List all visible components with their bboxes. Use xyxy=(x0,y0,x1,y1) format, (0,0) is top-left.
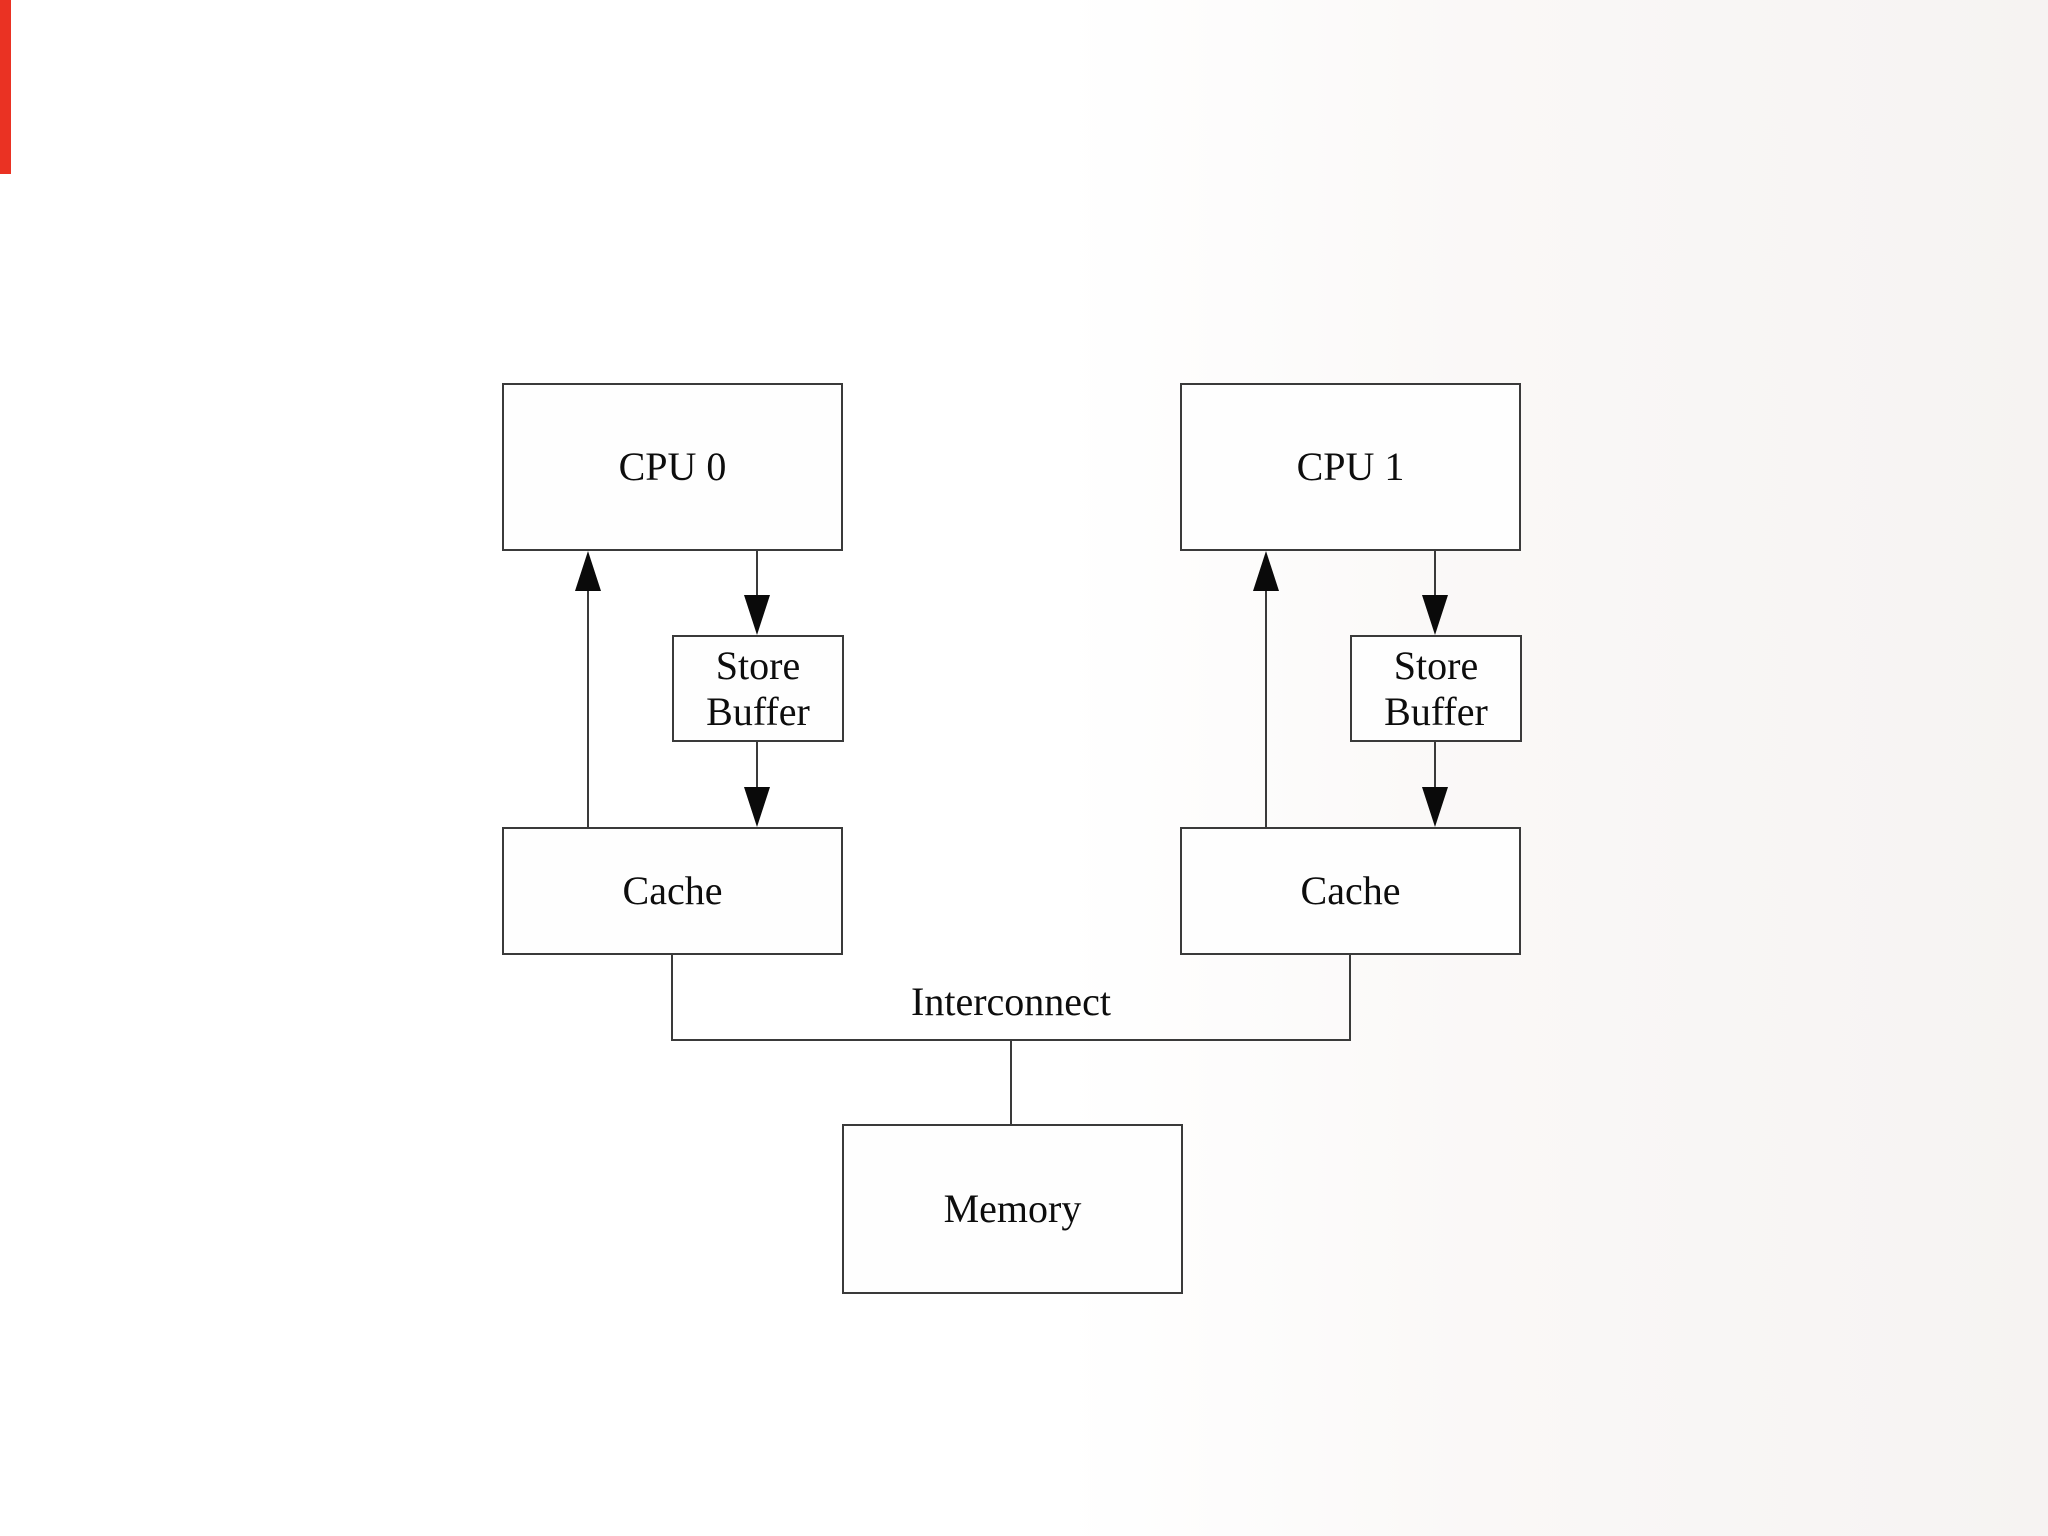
edge-cache-right-to-interconnect-line xyxy=(1349,954,1351,1041)
edge-cache-right-to-cpu1-line xyxy=(1265,560,1267,827)
cache-left-label: Cache xyxy=(622,868,723,913)
cache-right-label: Cache xyxy=(1300,868,1401,913)
cpu0-label: CPU 0 xyxy=(618,444,727,489)
edge-cache-left-to-cpu0-line xyxy=(587,560,589,827)
edge-store-buffer-to-cache-right-line xyxy=(1434,742,1436,802)
edge-cpu1-to-store-buffer-line xyxy=(1434,550,1436,610)
arrowhead-up-left-icon xyxy=(575,551,601,591)
node-memory: Memory xyxy=(842,1124,1183,1294)
store-buffer-left-label: Store Buffer xyxy=(706,642,810,734)
edge-store-buffer-to-cache-left-line xyxy=(756,742,758,802)
arrowhead-down-cpu1-store-buffer-icon xyxy=(1422,595,1448,635)
arrowhead-up-right-icon xyxy=(1253,551,1279,591)
node-cpu0: CPU 0 xyxy=(502,383,843,551)
arrowhead-down-store-buffer-cache-right-icon xyxy=(1422,787,1448,827)
node-cache-right: Cache xyxy=(1180,827,1521,955)
node-cpu1: CPU 1 xyxy=(1180,383,1521,551)
interconnect-label: Interconnect xyxy=(911,979,1111,1024)
edge-cache-left-to-interconnect-line xyxy=(671,954,673,1041)
store-buffer-right-label: Store Buffer xyxy=(1384,642,1488,734)
left-edge-red-artifact xyxy=(0,0,11,174)
memory-label: Memory xyxy=(943,1186,1082,1231)
edge-interconnect-to-memory-line xyxy=(1010,1040,1012,1125)
node-store-buffer-left: Store Buffer xyxy=(672,635,844,742)
cpu1-label: CPU 1 xyxy=(1296,444,1405,489)
node-cache-left: Cache xyxy=(502,827,843,955)
arrowhead-down-cpu0-store-buffer-icon xyxy=(744,595,770,635)
node-store-buffer-right: Store Buffer xyxy=(1350,635,1522,742)
edge-cpu0-to-store-buffer-line xyxy=(756,550,758,610)
arrowhead-down-store-buffer-cache-left-icon xyxy=(744,787,770,827)
